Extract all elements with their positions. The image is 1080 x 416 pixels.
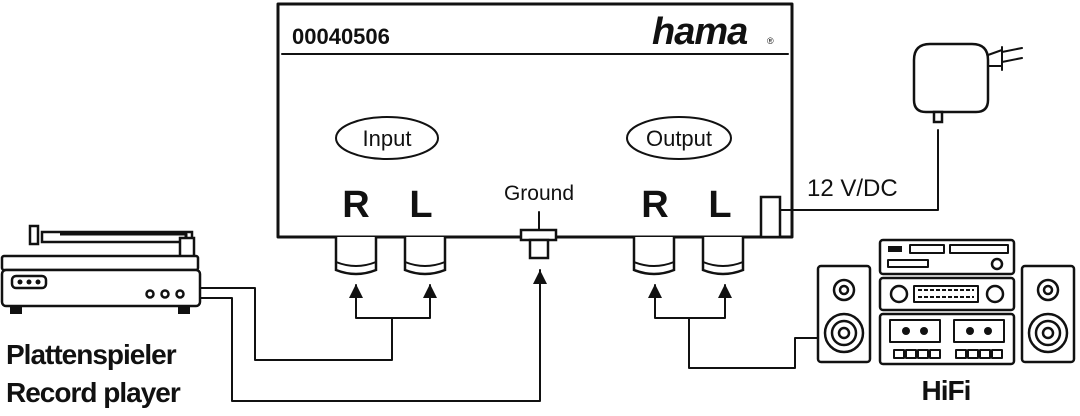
output-right-label: R: [641, 184, 668, 226]
hifi-tuner: [878, 238, 1016, 276]
record-player-label-de: Plattenspieler: [6, 339, 177, 370]
hifi-system: [816, 238, 1076, 366]
turntable-foot-right: [178, 306, 190, 314]
input-label: Input: [363, 126, 412, 151]
input-right-arrowhead: [349, 284, 363, 298]
turntable-plinth-top: [0, 254, 200, 272]
input-left-arrowhead: [423, 284, 437, 298]
adapter-pin-bottom: [1001, 57, 1023, 63]
output-label-oval: [626, 116, 732, 160]
power-label: 12 V/DC: [807, 175, 898, 202]
connection-cables: 12 V/DC: [199, 129, 939, 402]
output-arrow-joiner: [654, 284, 726, 319]
hifi-cassette-deck: [878, 312, 1016, 366]
input-right-socket: [334, 237, 378, 276]
dc-power-jack: [759, 195, 782, 239]
ground-arrowhead: [533, 270, 547, 284]
record-player-label-en: Record player: [6, 377, 181, 408]
hifi-audio-cable: [688, 317, 819, 369]
brand-logo: hama: [652, 11, 748, 53]
output-label: Output: [646, 126, 712, 151]
record-player-audio-cable: [199, 287, 393, 361]
ground-label: Ground: [504, 182, 574, 205]
turntable-knob-1: [145, 289, 155, 299]
registered-mark: ®: [767, 36, 774, 46]
hifi-amplifier: [878, 276, 1016, 312]
preamp-device: 00040506 hama ® Input R L Ground Output …: [276, 2, 794, 276]
input-label-oval: [335, 116, 439, 160]
input-left-socket: [403, 237, 447, 276]
adapter-body: [912, 42, 990, 114]
turntable-knob-3: [175, 289, 185, 299]
hifi-speaker-left: [816, 264, 872, 364]
power-cable: [779, 129, 939, 211]
turntable-foot-left: [10, 306, 22, 314]
output-left-label: L: [708, 184, 731, 226]
turntable-knob-2: [160, 289, 170, 299]
adapter-plug: [987, 46, 1003, 71]
adapter-cable-strain-relief: [932, 110, 944, 124]
input-arrow-joiner: [355, 284, 431, 319]
article-number: 00040506: [292, 24, 390, 49]
input-left-label: L: [409, 184, 432, 226]
output-left-arrowhead: [718, 284, 732, 298]
record-player: [0, 224, 202, 314]
record-player-ground-cable: [199, 269, 541, 402]
adapter-pin-top: [1001, 47, 1023, 53]
output-right-socket: [632, 237, 676, 276]
ground-terminal-plate: [519, 228, 558, 242]
output-right-arrowhead: [648, 284, 662, 298]
hifi-speaker-right: [1020, 264, 1076, 364]
ground-terminal-post: [528, 238, 550, 260]
turntable-spindle: [28, 224, 40, 246]
input-right-label: R: [342, 184, 369, 226]
power-adapter: [912, 42, 1023, 124]
hifi-label: HiFi: [922, 375, 971, 406]
output-left-socket: [701, 237, 745, 276]
